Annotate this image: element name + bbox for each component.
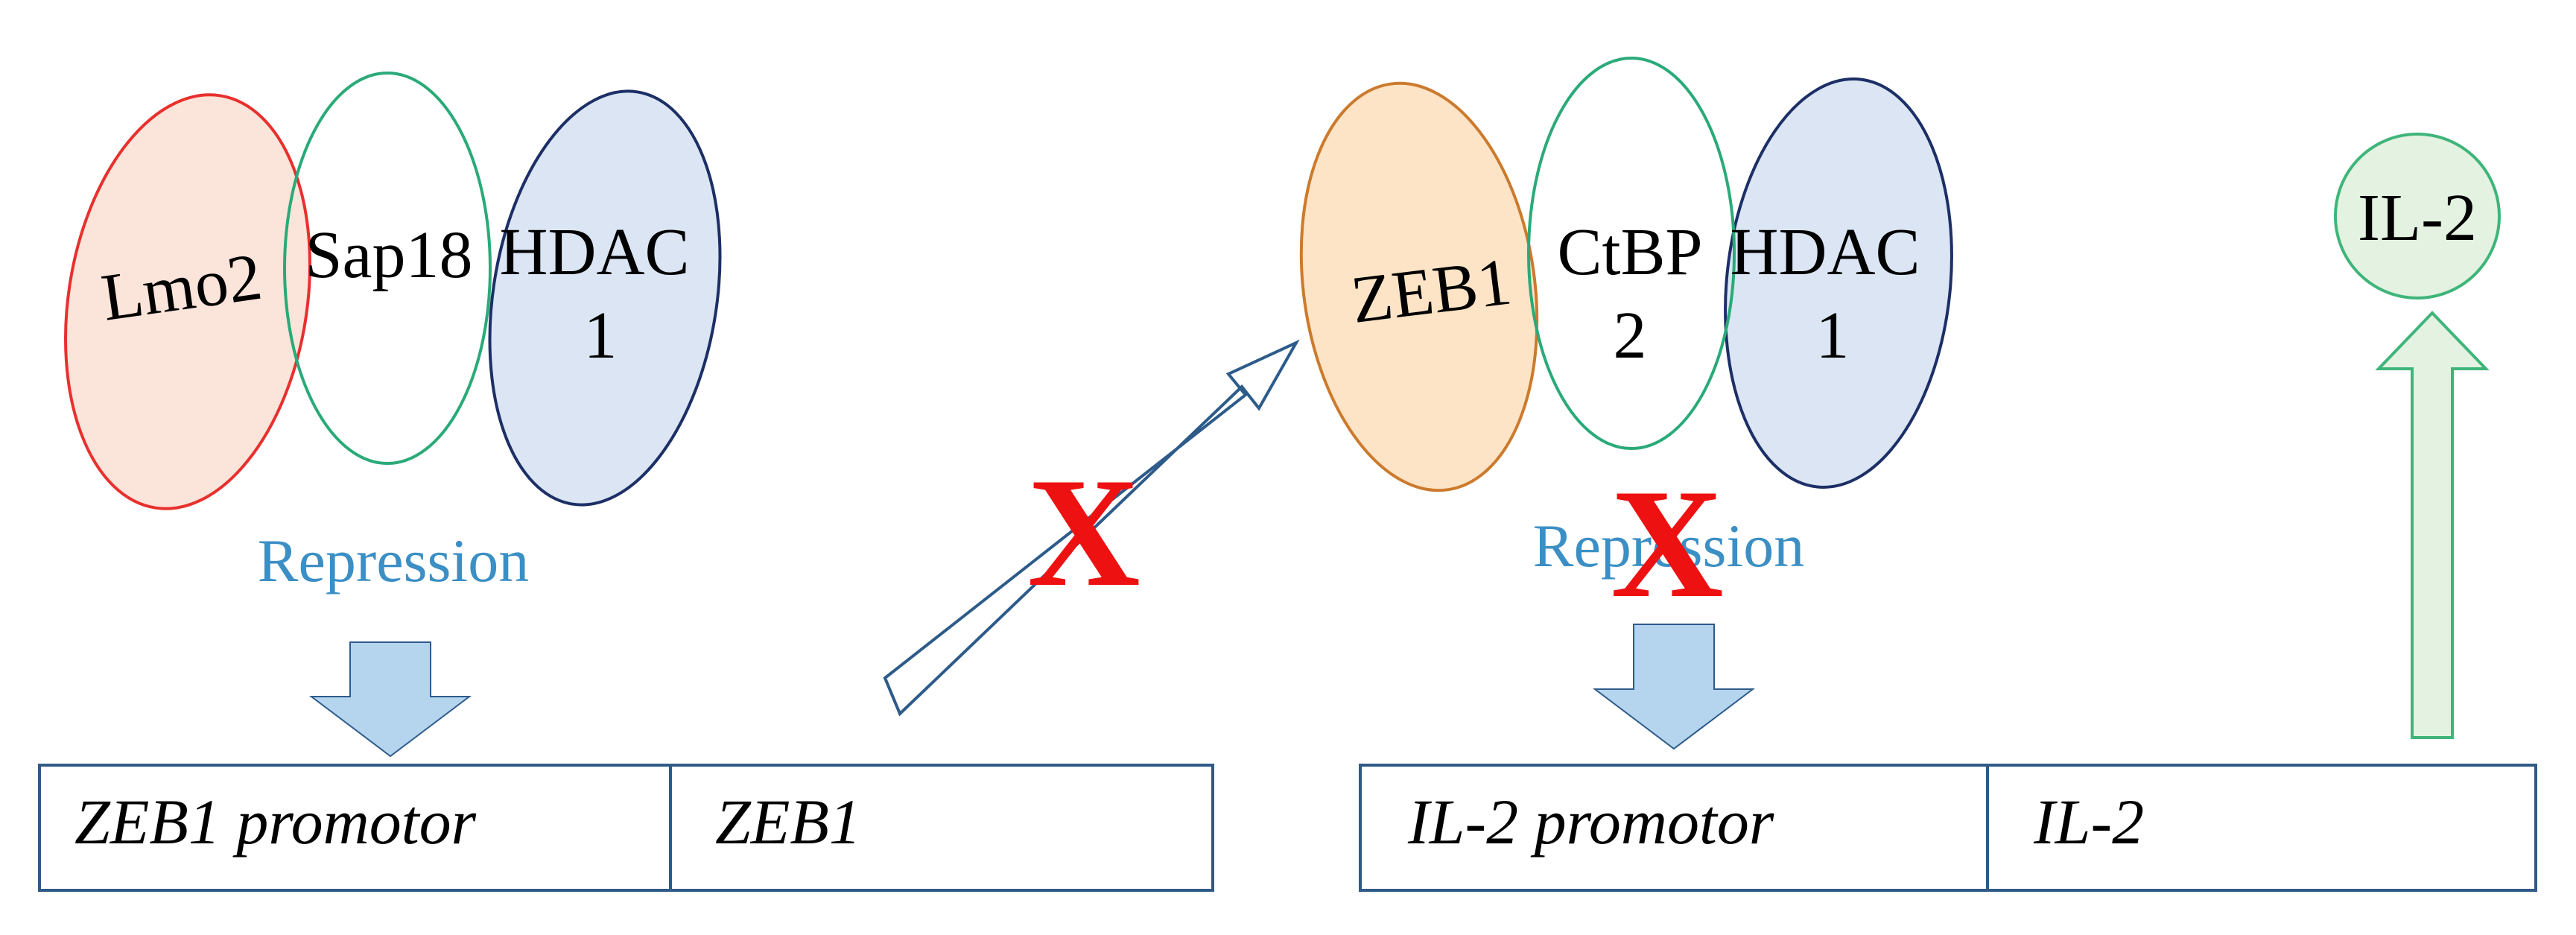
il2-gene-box (1359, 764, 2537, 892)
il2-product-label: IL-2 (2358, 181, 2477, 255)
zeb1-protein (1299, 81, 1539, 492)
hdac1-protein-left (488, 89, 722, 507)
il2-gene-label: IL-2 (2033, 786, 2144, 858)
ctbp2-protein (1527, 57, 1736, 450)
il2-expression-arrow (2375, 311, 2490, 739)
hdac1-label-right-line1: HDAC (1730, 215, 1920, 289)
zeb1-gene-label: ZEB1 (715, 786, 861, 858)
hdac1-label-left-line2: 1 (584, 299, 618, 373)
hdac1-label-right-line2: 1 (1816, 299, 1850, 373)
zeb1-promoter-label: ZEB1 promotor (74, 786, 477, 858)
ctbp2-label-line2: 2 (1614, 299, 1647, 373)
zeb1-gene: ZEB1 promotor ZEB1 (38, 764, 1214, 892)
lmo2-protein (64, 93, 311, 510)
sap18-label: Sap18 (305, 218, 473, 292)
repression-label-left: Repression (258, 527, 529, 595)
hdac1-protein-right (1724, 77, 1953, 489)
hdac1-label-left-line1: HDAC (499, 215, 689, 289)
sap18-protein (283, 72, 492, 465)
il2-gene: IL-2 promotor IL-2 (1359, 764, 2537, 892)
zeb1-gene-box (38, 764, 1214, 892)
ctbp2-label-line1: CtBP (1557, 215, 1702, 289)
right-repressor-complex: ZEB1 CtBP 2 HDAC 1 (1299, 57, 1953, 492)
repression-label-right: Repression (1533, 512, 1804, 580)
left-repressor-complex: Lmo2 Sap18 HDAC 1 (64, 72, 722, 510)
il2-product-circle (2334, 133, 2501, 299)
il2-product: IL-2 (2334, 133, 2501, 299)
inhibition-mark-expression: X (1027, 446, 1141, 619)
zeb1-expression-arrow (883, 339, 1300, 717)
down-arrow-right (1593, 624, 1755, 750)
il2-promoter-label: IL-2 promotor (1407, 786, 1774, 858)
down-arrow-left (309, 641, 472, 758)
inhibition-mark-repression: X (1611, 457, 1724, 630)
